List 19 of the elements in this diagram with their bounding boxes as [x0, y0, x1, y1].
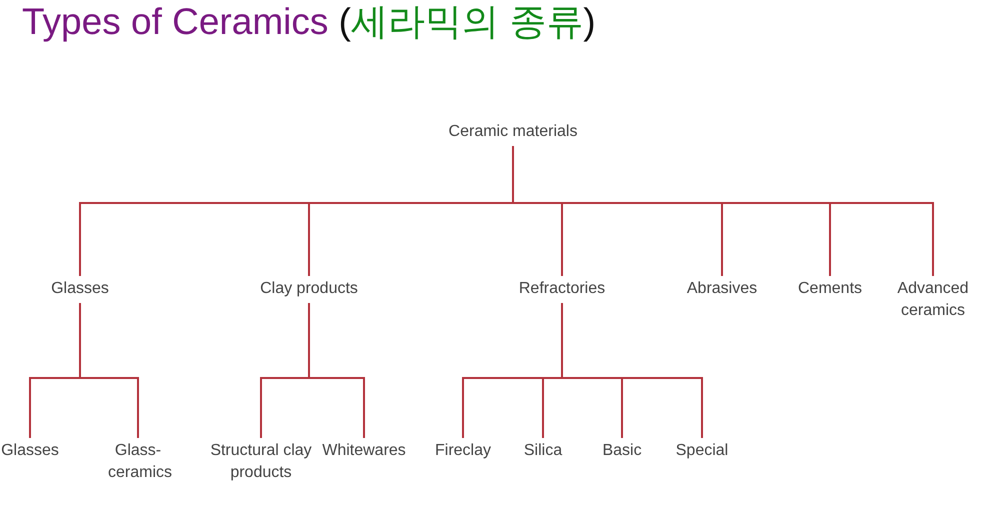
tree-connector	[561, 303, 703, 438]
category-label: Basic	[602, 440, 642, 462]
category-label: Glasses	[1, 440, 59, 462]
category-label: Abrasives	[686, 278, 758, 300]
category-label: Silica	[524, 440, 562, 462]
category-label: Special	[676, 440, 728, 462]
category-label: Ceramic materials	[448, 121, 578, 143]
tree-connector	[79, 303, 139, 438]
tree-connector	[512, 146, 934, 276]
tree-connector	[308, 303, 365, 438]
category-label: Whitewares	[322, 440, 406, 462]
category-label: Refractories	[518, 278, 606, 300]
category-label: Cements	[798, 278, 862, 300]
category-label: Advanced ceramics	[888, 278, 978, 322]
category-label: Clay products	[260, 278, 358, 300]
title: Types of Ceramics (세라믹의 종류)	[22, 0, 596, 44]
category-label: Structural clay products	[206, 440, 316, 484]
category-label: Glasses	[51, 278, 109, 300]
category-label: Fireclay	[435, 440, 491, 462]
